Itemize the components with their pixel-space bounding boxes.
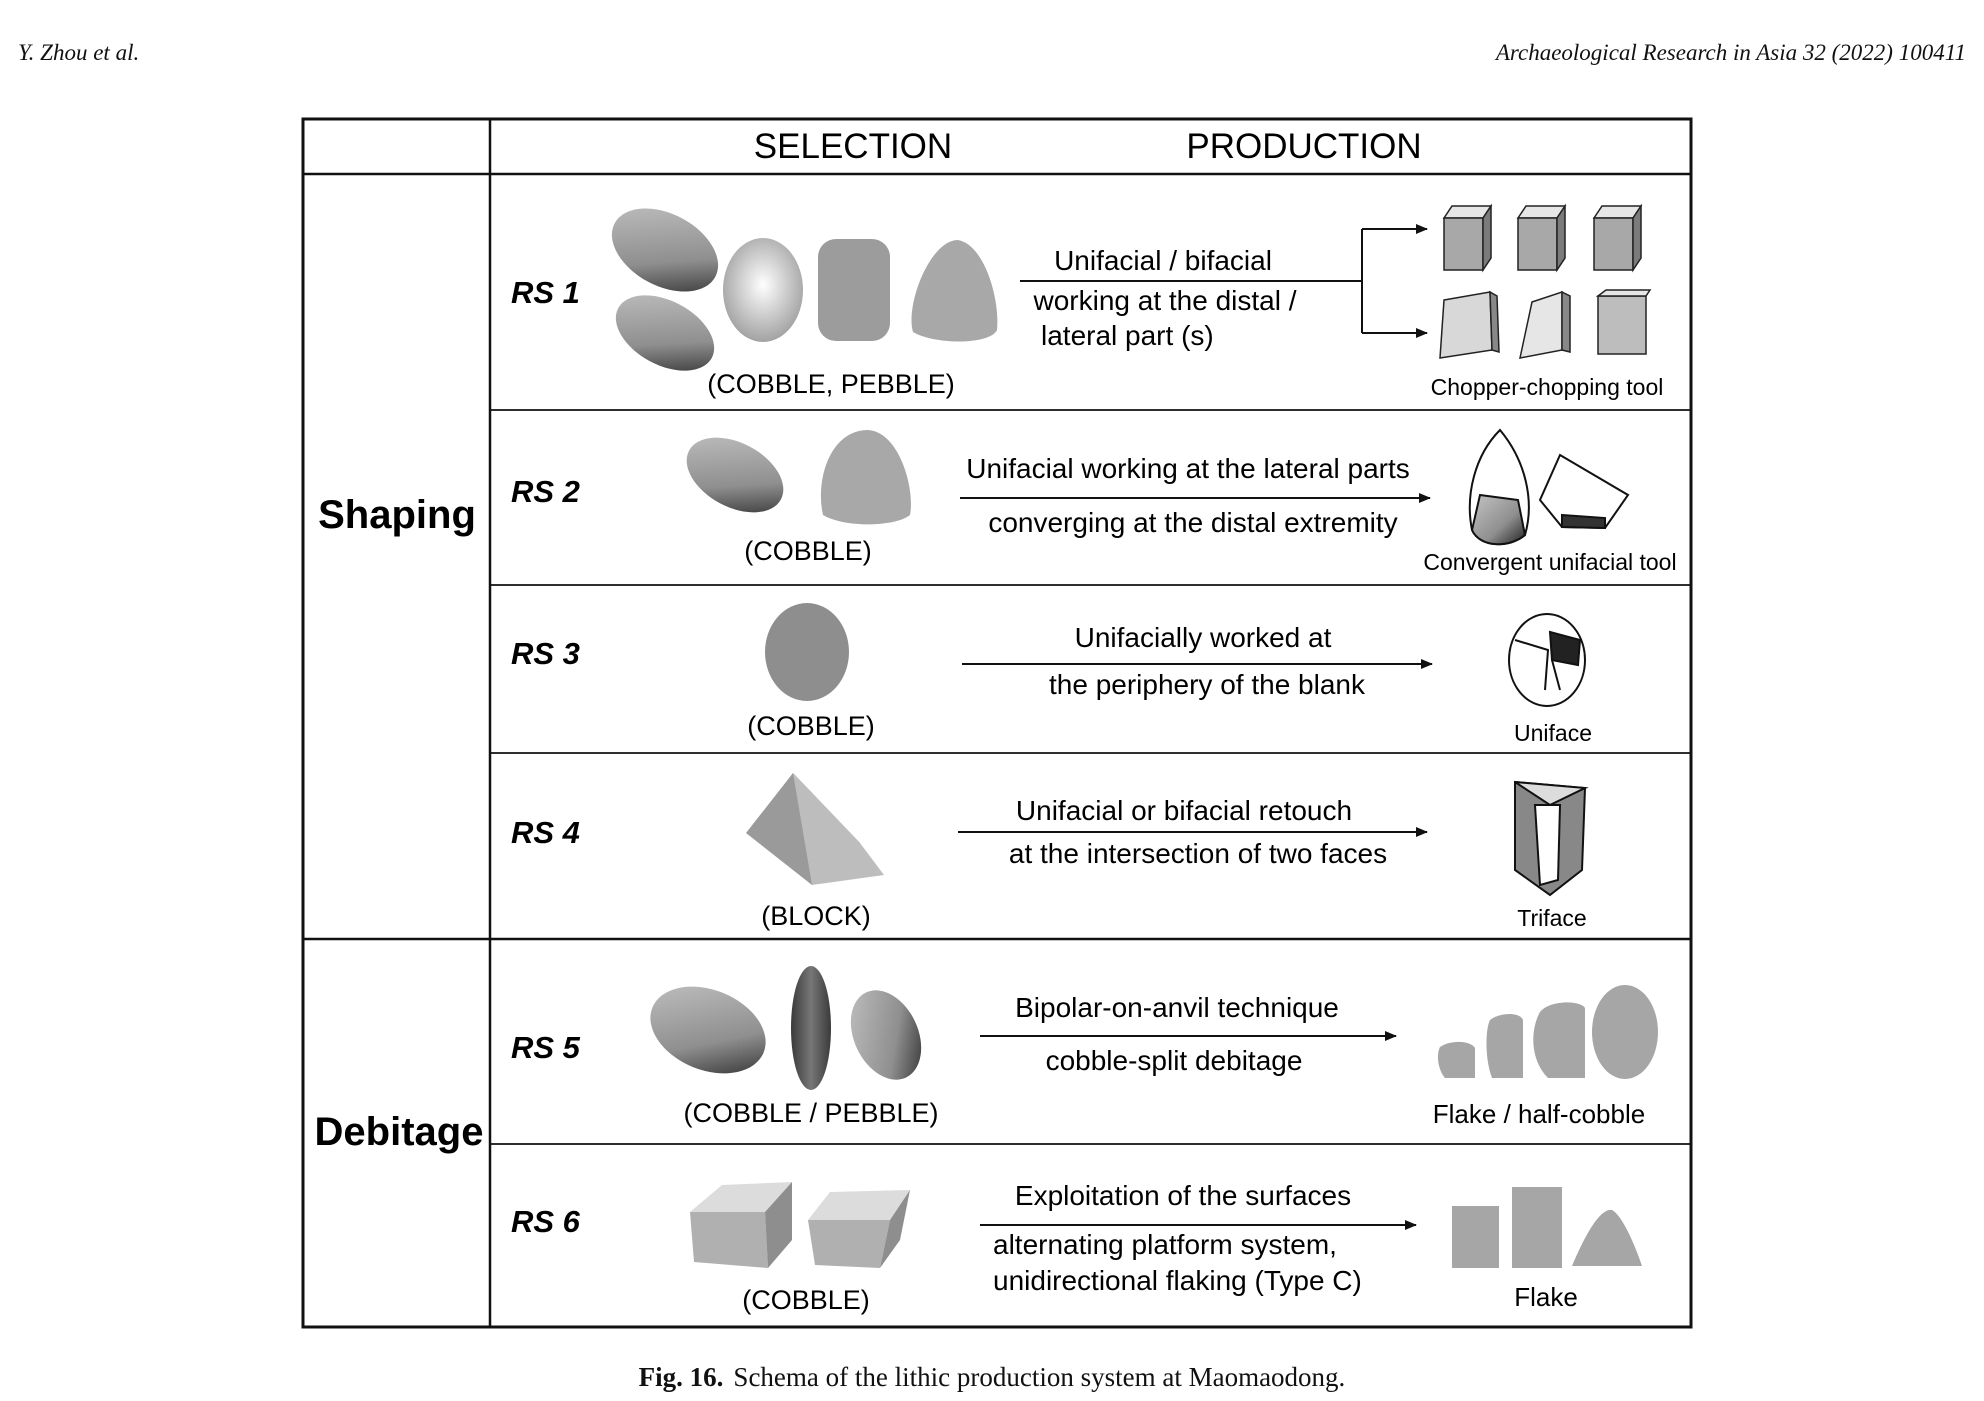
table-grid — [301, 117, 1693, 1329]
row-rs5: RS 5 (COBBLE / PEBBLE) Bipolar-on-anvil … — [511, 966, 1658, 1129]
process-rs1-line3: lateral part (s) — [1041, 320, 1214, 351]
figure-caption-text: Schema of the lithic production system a… — [733, 1362, 1346, 1392]
row-rs3: RS 3 (COBBLE) Unifacially worked at the … — [511, 603, 1592, 746]
material-rs3: (COBBLE) — [747, 711, 875, 741]
row-rs6: RS 6 (COBBLE) Exploitation of the surfac… — [511, 1180, 1642, 1315]
rs5-blank-shapes — [650, 966, 922, 1090]
product-rs4: Triface — [1517, 905, 1586, 931]
row-rs4: RS 4 (BLOCK) Unifacial or bifacial retou… — [511, 773, 1589, 931]
figure-caption: Fig. 16. Schema of the lithic production … — [0, 1362, 1984, 1393]
material-rs5: (COBBLE / PEBBLE) — [683, 1098, 938, 1128]
process-rs2-line1: Unifacial working at the lateral parts — [966, 453, 1410, 484]
product-rs1: Chopper-chopping tool — [1431, 374, 1664, 400]
rs4-block-shape — [746, 773, 884, 885]
group-label-shaping: Shaping — [318, 493, 476, 537]
rs6-blank-shapes — [690, 1182, 910, 1268]
process-rs5-line1: Bipolar-on-anvil technique — [1015, 992, 1339, 1023]
material-rs6: (COBBLE) — [742, 1285, 870, 1315]
process-rs6-line2: alternating platform system, — [993, 1229, 1337, 1260]
row-id-rs5: RS 5 — [511, 1030, 581, 1065]
process-rs1-line2: working at the distal / — [1032, 285, 1296, 316]
rs1-chopper-tool-shapes — [1439, 203, 1652, 359]
material-rs4: (BLOCK) — [761, 901, 871, 931]
process-rs3-line1: Unifacially worked at — [1075, 622, 1332, 653]
process-rs2-line2: converging at the distal extremity — [988, 507, 1397, 538]
product-rs2: Convergent unifacial tool — [1423, 549, 1676, 575]
rs3-uniface-shape — [1508, 613, 1586, 707]
process-rs3-line2: the periphery of the blank — [1049, 669, 1366, 700]
group-label-debitage: Debitage — [315, 1110, 484, 1154]
column-header-selection: SELECTION — [754, 127, 952, 166]
rs5-flake-shapes — [1437, 985, 1658, 1079]
product-rs6: Flake — [1514, 1282, 1578, 1312]
process-rs6-line3: unidirectional flaking (Type C) — [993, 1265, 1362, 1296]
row-id-rs4: RS 4 — [511, 815, 580, 850]
process-rs4-line1: Unifacial or bifacial retouch — [1016, 795, 1352, 826]
rs2-blank-shapes — [686, 430, 911, 525]
process-rs4-line2: at the intersection of two faces — [1009, 838, 1387, 869]
material-rs2: (COBBLE) — [744, 536, 872, 566]
row-id-rs2: RS 2 — [511, 474, 580, 509]
running-header-authors: Y. Zhou et al. — [18, 40, 140, 65]
rs1-branch-arrows — [1361, 224, 1428, 338]
material-rs1: (COBBLE, PEBBLE) — [707, 369, 955, 399]
process-rs1-line1: Unifacial / bifacial — [1054, 245, 1272, 276]
column-header-production: PRODUCTION — [1186, 127, 1421, 166]
product-rs5: Flake / half-cobble — [1433, 1099, 1645, 1129]
row-id-rs3: RS 3 — [511, 636, 580, 671]
process-rs5-line2: cobble-split debitage — [1046, 1045, 1303, 1076]
product-rs3: Uniface — [1514, 720, 1592, 746]
running-header-journal: Archaeological Research in Asia 32 (2022… — [1495, 40, 1966, 65]
figure-caption-label: Fig. 16. — [638, 1362, 724, 1392]
row-rs2: RS 2 (COBBLE) Unifacial working at the l… — [511, 428, 1677, 575]
rs1-blank-shapes — [611, 208, 998, 371]
rs6-flake-shapes — [1452, 1187, 1642, 1268]
process-rs6-line1: Exploitation of the surfaces — [1015, 1180, 1351, 1211]
rs3-cobble-shape — [765, 603, 849, 701]
rs4-triface-shape — [1514, 780, 1589, 897]
row-rs1: RS 1 (COBBLE, PEBBLE) Unifacial / bifaci… — [511, 203, 1664, 400]
row-id-rs6: RS 6 — [511, 1204, 581, 1239]
rs2-convergent-tool-shapes — [1468, 428, 1630, 546]
row-id-rs1: RS 1 — [511, 275, 580, 310]
